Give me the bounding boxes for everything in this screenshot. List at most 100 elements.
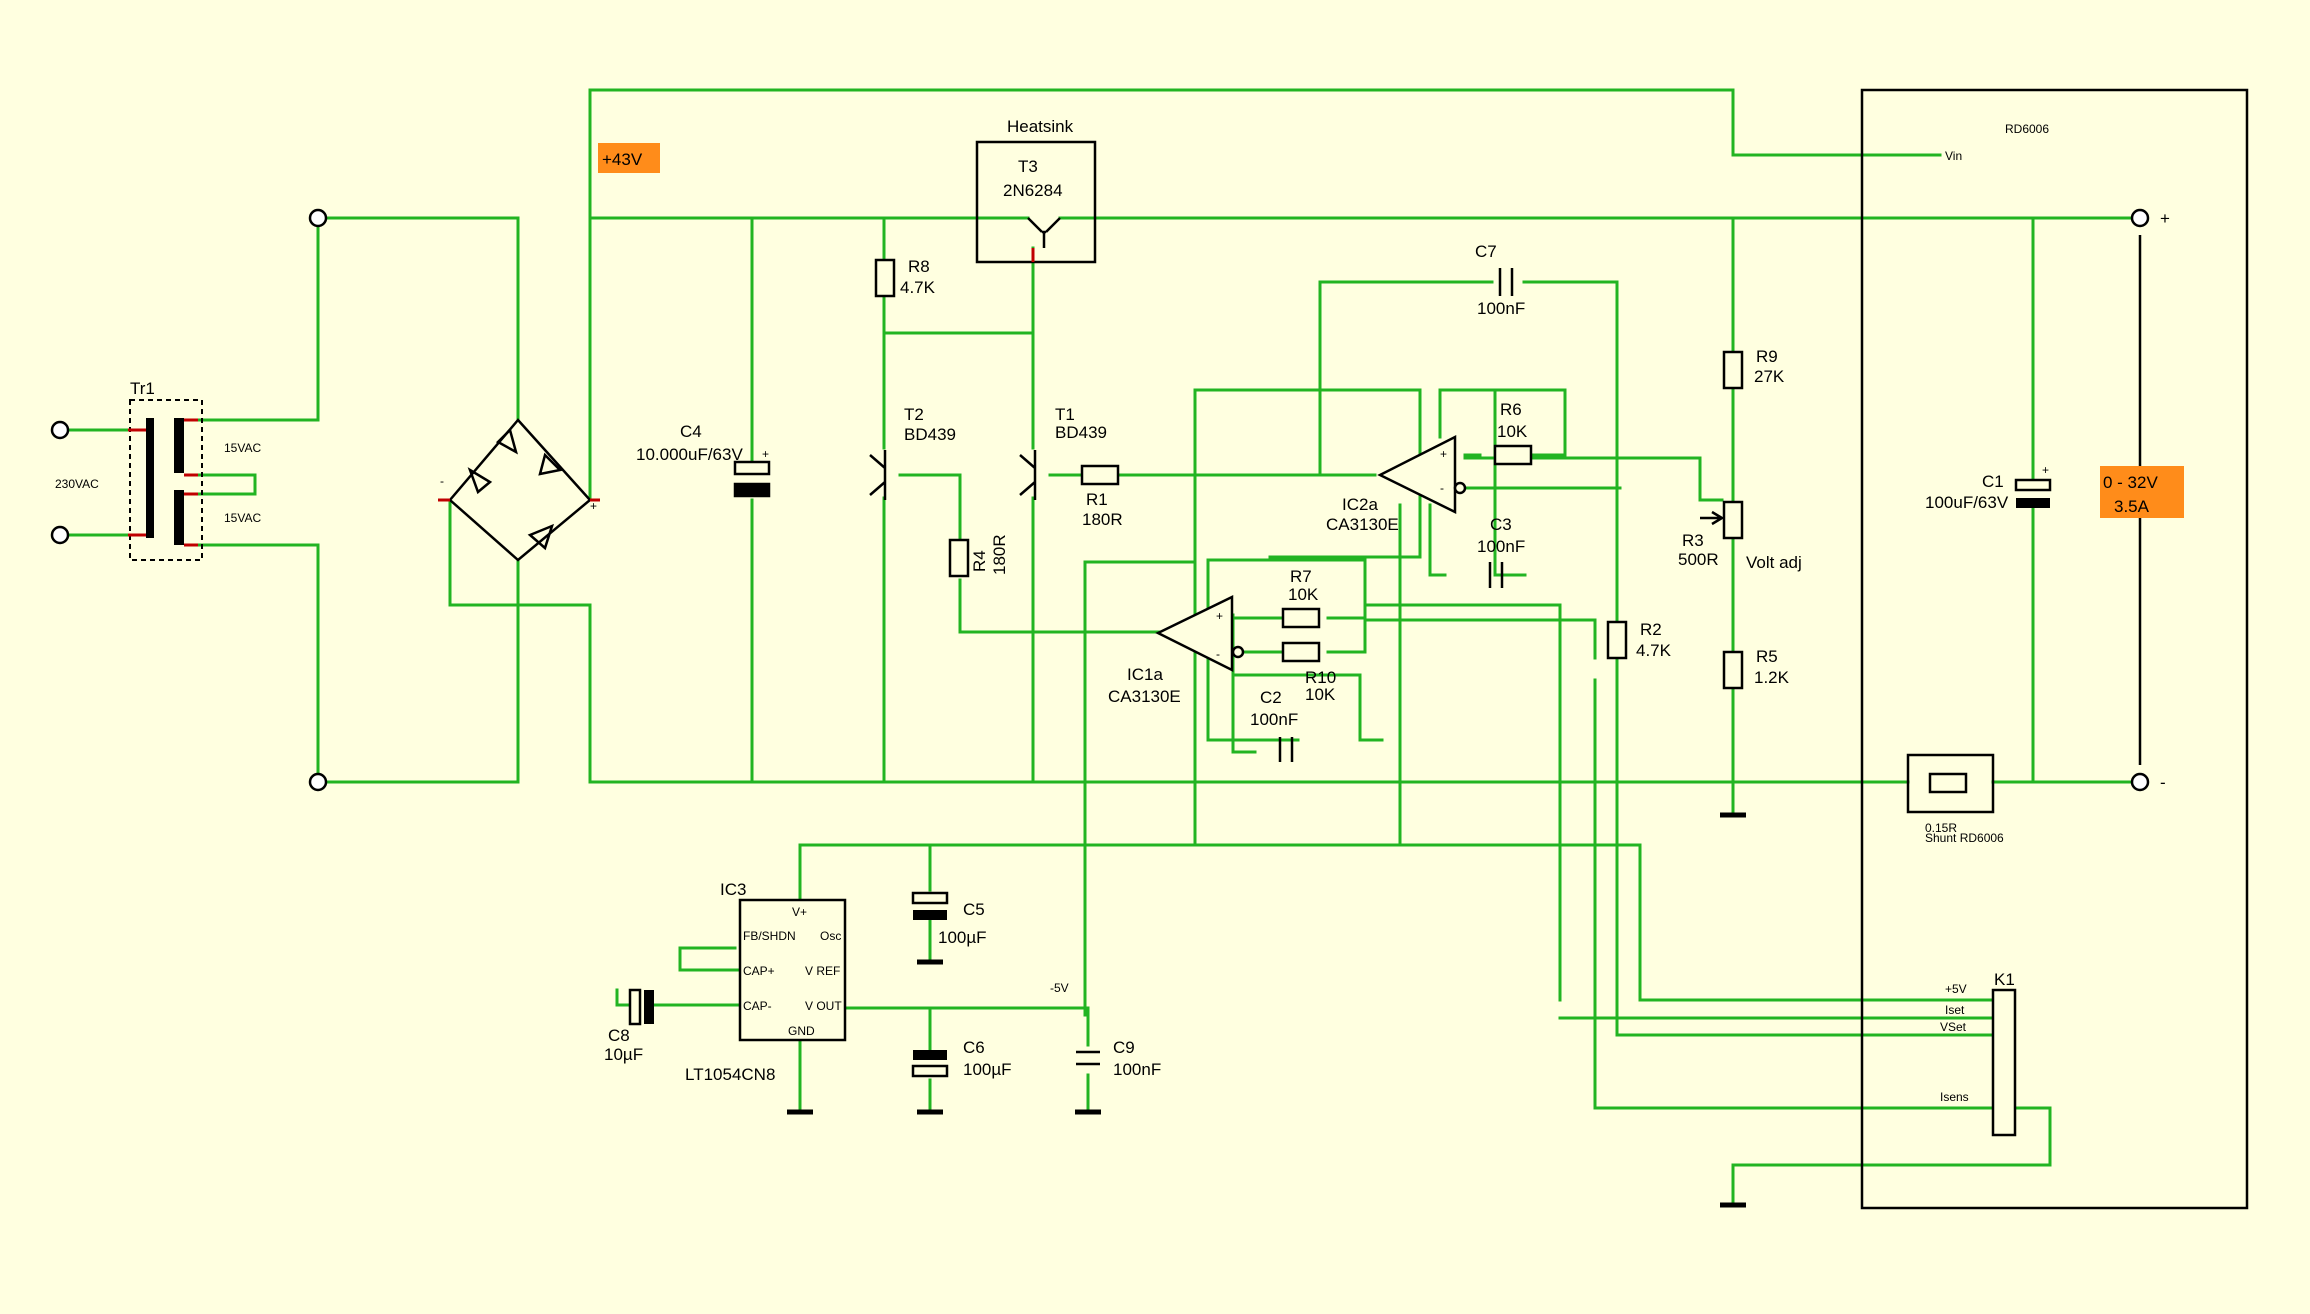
capacitor-c7: C7 100nF bbox=[1475, 242, 1525, 318]
output-minus-label: - bbox=[2160, 773, 2166, 792]
c3-ref: C3 bbox=[1490, 515, 1512, 534]
r4-value: 180R bbox=[990, 534, 1009, 575]
positive-rail-tag bbox=[598, 143, 660, 173]
k1-pin-5v: +5V bbox=[1945, 982, 1967, 996]
ic3-pin-vref: V REF bbox=[805, 964, 840, 978]
c6-ref: C6 bbox=[963, 1038, 985, 1057]
wires bbox=[58, 88, 2142, 1207]
secondary-terminal-top[interactable] bbox=[308, 208, 328, 228]
r5-ref: R5 bbox=[1756, 647, 1778, 666]
output-terminal-plus[interactable] bbox=[2130, 208, 2150, 228]
svg-text:+: + bbox=[2042, 463, 2049, 477]
svg-text:+: + bbox=[1440, 447, 1447, 461]
r9-value: 27K bbox=[1754, 367, 1785, 386]
r5-value: 1.2K bbox=[1754, 668, 1790, 687]
resistor-r6: R6 10K bbox=[1493, 400, 1533, 466]
capacitor-c1: C1 100uF/63V + bbox=[1925, 463, 2052, 512]
t3-part: 2N6284 bbox=[1003, 181, 1063, 200]
svg-text:-: - bbox=[440, 474, 444, 488]
capacitor-c2: C2 100nF bbox=[1250, 688, 1298, 762]
bridge-rectifier: - + bbox=[438, 418, 600, 562]
resistor-r5: R5 1.2K bbox=[1722, 647, 1790, 690]
ic3-pin-gnd: GND bbox=[788, 1024, 815, 1038]
resistor-r4: R4 180R bbox=[948, 534, 1009, 578]
secondary-terminal-bottom[interactable] bbox=[308, 772, 328, 792]
r3-value: 500R bbox=[1678, 550, 1719, 569]
transistor-t1: T1 BD439 bbox=[1019, 405, 1107, 500]
svg-text:-: - bbox=[1216, 647, 1220, 661]
connector-k1: K1 +5V Iset VSet Isens bbox=[1940, 970, 2017, 1137]
c5-ref: C5 bbox=[963, 900, 985, 919]
potentiometer-r3[interactable]: R3 500R Volt adj bbox=[1678, 500, 1802, 572]
resistor-r7: R7 10K bbox=[1281, 567, 1321, 629]
k1-pin-vset: VSet bbox=[1940, 1020, 1967, 1034]
transistor-t2: T2 BD439 bbox=[869, 405, 956, 500]
c7-ref: C7 bbox=[1475, 242, 1497, 261]
transformer-primary-label: 230VAC bbox=[55, 477, 99, 491]
c4-ref: C4 bbox=[680, 422, 702, 441]
shunt-name: Shunt RD6006 bbox=[1925, 831, 2004, 845]
r7-value: 10K bbox=[1288, 585, 1319, 604]
ic1a-ref: IC1a bbox=[1127, 665, 1163, 684]
opamp-ic1a: IC1a CA3130E + - bbox=[1108, 595, 1245, 706]
c1-ref: C1 bbox=[1982, 472, 2004, 491]
ic3-pin-vout: V OUT bbox=[805, 999, 842, 1013]
c7-value: 100nF bbox=[1477, 299, 1525, 318]
r2-ref: R2 bbox=[1640, 620, 1662, 639]
mains-terminal-2[interactable] bbox=[50, 525, 70, 545]
r10-ref: R10 bbox=[1305, 668, 1336, 687]
heatsink-title: Heatsink bbox=[1007, 117, 1074, 136]
rd6006-module: RD6006 Vin bbox=[1860, 88, 2249, 1210]
ic3-pin-vplus: V+ bbox=[792, 905, 807, 919]
r6-ref: R6 bbox=[1500, 400, 1522, 419]
shunt-resistor: 0.15R Shunt RD6006 bbox=[1906, 753, 2004, 845]
heatsink-t3: Heatsink T3 2N6284 bbox=[975, 117, 1097, 264]
module-name: RD6006 bbox=[2005, 122, 2049, 136]
capacitor-c5: C5 100µF bbox=[911, 891, 987, 947]
t3-ref: T3 bbox=[1018, 157, 1038, 176]
ic3-ref: IC3 bbox=[720, 880, 746, 899]
capacitor-c8: C8 10µF bbox=[604, 988, 654, 1064]
ic3-part: LT1054CN8 bbox=[685, 1065, 775, 1084]
r3-ref: R3 bbox=[1682, 531, 1704, 550]
shunt-value: 0.15R bbox=[1925, 821, 1957, 835]
ic3-lt1054: IC3 LT1054CN8 V+ FB/SHDN Osc CAP+ V REF … bbox=[685, 880, 847, 1084]
transformer: Tr1 230VAC 15VAC 15VAC bbox=[55, 379, 261, 561]
r8-ref: R8 bbox=[908, 257, 930, 276]
output-current-label: 3.5A bbox=[2114, 497, 2150, 516]
c2-value: 100nF bbox=[1250, 710, 1298, 729]
c8-value: 10µF bbox=[604, 1045, 643, 1064]
capacitor-c6: C6 100µF bbox=[911, 1038, 1012, 1079]
resistor-r8: R8 4.7K bbox=[874, 257, 936, 298]
svg-text:-: - bbox=[1440, 481, 1444, 495]
capacitor-c9: C9 100nF bbox=[1076, 1038, 1161, 1079]
ic3-pin-osc: Osc bbox=[820, 929, 841, 943]
r9-ref: R9 bbox=[1756, 347, 1778, 366]
svg-text:+: + bbox=[590, 499, 597, 513]
ic2a-ref: IC2a bbox=[1342, 495, 1378, 514]
output-terminal-minus[interactable] bbox=[2130, 772, 2150, 792]
c9-ref: C9 bbox=[1113, 1038, 1135, 1057]
r8-value: 4.7K bbox=[900, 278, 936, 297]
svg-text:+: + bbox=[1216, 609, 1223, 623]
c6-value: 100µF bbox=[963, 1060, 1012, 1079]
c1-value: 100uF/63V bbox=[1925, 493, 2009, 512]
t1-ref: T1 bbox=[1055, 405, 1075, 424]
ic3-pin-fb: FB/SHDN bbox=[743, 929, 796, 943]
transformer-secondary-2-label: 15VAC bbox=[224, 511, 261, 525]
svg-text:+: + bbox=[762, 447, 769, 461]
k1-pin-iset: Iset bbox=[1945, 1003, 1965, 1017]
positive-rail-label: +43V bbox=[602, 150, 643, 169]
ic3-pin-capplus: CAP+ bbox=[743, 964, 775, 978]
mains-terminal-1[interactable] bbox=[50, 420, 70, 440]
r6-value: 10K bbox=[1497, 422, 1528, 441]
r2-value: 4.7K bbox=[1636, 641, 1672, 660]
capacitor-c3: C3 100nF bbox=[1477, 515, 1525, 588]
c4-value: 10.000uF/63V bbox=[636, 445, 743, 464]
r3-note: Volt adj bbox=[1746, 553, 1802, 572]
t2-ref: T2 bbox=[904, 405, 924, 424]
r1-ref: R1 bbox=[1086, 490, 1108, 509]
module-vin-label: Vin bbox=[1945, 149, 1962, 163]
transformer-secondary-1-label: 15VAC bbox=[224, 441, 261, 455]
